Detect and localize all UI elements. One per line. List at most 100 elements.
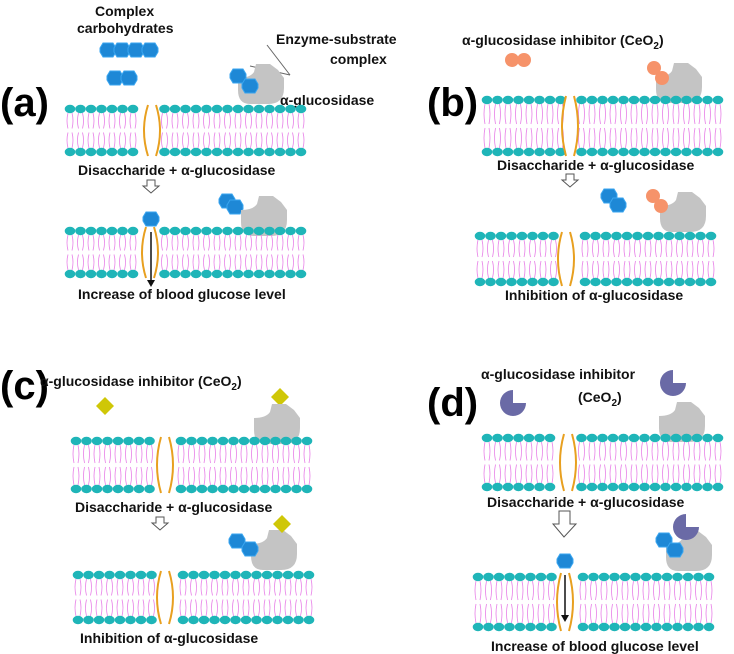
lipid-head: [628, 482, 640, 492]
lipid-tail: [546, 127, 554, 149]
lipid-tail: [525, 103, 533, 125]
lipid-tail: [148, 578, 155, 596]
lipid-tail: [182, 234, 189, 251]
lipid-tail: [146, 444, 153, 464]
lipid-tail: [224, 112, 231, 129]
lipid-tail: [127, 599, 134, 617]
lipid-head: [238, 484, 250, 494]
lipid-head: [544, 482, 556, 492]
lipid-head: [295, 147, 307, 157]
lipid-head: [651, 572, 662, 582]
caption-d-bottom: Increase of blood glucose level: [491, 638, 699, 654]
lipid-head: [642, 277, 654, 287]
lipid-head: [514, 622, 526, 632]
lipid-tail: [209, 444, 216, 464]
lipid-tail: [261, 444, 269, 464]
lipid-tail: [693, 441, 701, 461]
lipid-head: [175, 484, 187, 494]
lipid-head: [272, 570, 283, 580]
lipid-tail: [83, 444, 90, 464]
lipid-head: [691, 482, 703, 492]
lipid-tail: [287, 254, 294, 271]
lipid-tail: [653, 603, 660, 624]
lipid-tail: [213, 234, 221, 251]
glucose-molecule: [142, 211, 160, 227]
lipid-tail: [66, 234, 74, 251]
lipid-tail: [506, 603, 513, 624]
lipid-head: [576, 482, 587, 492]
lipid-tail: [704, 103, 711, 125]
lipid-head: [693, 572, 704, 582]
lipid-head: [259, 436, 271, 446]
lipid-tail: [508, 260, 515, 279]
lipid-tail: [83, 466, 90, 486]
lipid-tail: [95, 578, 103, 596]
lipid-tail: [77, 254, 84, 271]
lipid-head: [660, 147, 671, 157]
lipid-tail: [297, 254, 305, 271]
lipid-head: [243, 269, 254, 279]
membrane-channel: [557, 231, 575, 287]
lipid-head: [691, 433, 703, 443]
lipid-head: [159, 269, 170, 279]
lipid-tail: [697, 260, 704, 279]
lipid-tail: [581, 239, 589, 258]
lipid-tail: [632, 603, 639, 624]
lipid-head: [514, 572, 526, 582]
lipid-tail: [527, 580, 534, 601]
lipid-head: [228, 436, 239, 446]
lipid-head: [196, 436, 208, 446]
lipid-head: [222, 104, 233, 114]
lipid-head: [114, 570, 126, 580]
lipid-tail: [609, 464, 617, 484]
lipid-head: [513, 433, 524, 443]
lipid-tail: [504, 441, 512, 461]
lipid-tail: [224, 132, 231, 149]
lipid-tail: [234, 254, 242, 271]
lipid-head: [301, 436, 313, 446]
lipid-head: [483, 572, 494, 582]
lipid-head: [272, 615, 283, 625]
lipid-tail: [209, 466, 216, 486]
lipid-head: [502, 433, 514, 443]
lipid-tail: [179, 599, 187, 617]
lipid-head: [483, 622, 494, 632]
lipid-head: [180, 147, 191, 157]
lipid-tail: [234, 132, 242, 149]
lipid-tail: [276, 132, 284, 149]
lipid-head: [513, 482, 524, 492]
lipid-head: [481, 95, 493, 105]
lipid-tail: [93, 444, 101, 464]
lipid-tail: [550, 260, 557, 279]
caption-a-bottom: Increase of blood glucose level: [78, 286, 286, 302]
lipid-head: [91, 484, 103, 494]
lipid-tail: [508, 239, 515, 258]
lipid-tail: [578, 464, 585, 484]
lipid-tail: [108, 132, 116, 149]
lipid-tail: [203, 132, 210, 149]
lipid-tail: [182, 112, 189, 129]
lipid-tail: [632, 580, 639, 601]
complex-carbohydrate-chain: [99, 42, 159, 58]
lipid-head: [674, 231, 685, 241]
lipid-head: [106, 269, 118, 279]
lipid-tail: [662, 464, 669, 484]
lipid-head: [251, 615, 262, 625]
lipid-head: [295, 226, 307, 236]
lipid-head: [628, 147, 640, 157]
lipid-tail: [85, 578, 92, 596]
lipid-tail: [192, 254, 200, 271]
lipid-tail: [77, 112, 84, 129]
lipid-tail: [504, 127, 512, 149]
panel-label-b: (b): [427, 81, 478, 125]
lipid-tail: [578, 127, 585, 149]
caption-a-top: Disaccharide + α-glucosidase: [78, 162, 276, 178]
lipid-head: [180, 226, 191, 236]
lipid-head: [93, 615, 105, 625]
lipid-head: [588, 622, 599, 632]
lipid-head: [264, 104, 275, 114]
lipid-tail: [529, 260, 536, 279]
lipid-head: [274, 226, 286, 236]
membrane-channel: [556, 572, 574, 632]
lipid-tail: [634, 260, 641, 279]
